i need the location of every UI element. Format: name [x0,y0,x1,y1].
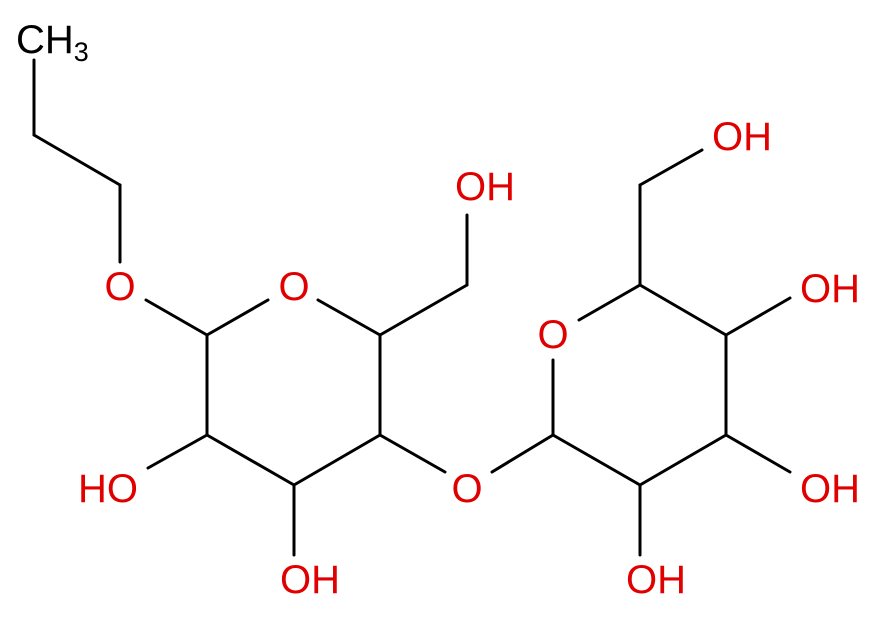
bond-ring1-c2-oh [146,433,209,470]
bond-ring2-c3-oh [724,433,792,474]
ring2-c2-hydroxyl-label: OH [626,558,686,602]
ring2-c4-hydroxyl-label: OH [800,267,860,311]
bond-o-c1-ring1 [144,298,209,337]
ring1-oxygen-label: O [278,265,309,309]
ring2-oxygen-label: O [537,313,568,357]
glycosidic-oxygen-label: O [451,467,482,511]
propoxy-oxygen-label: O [104,265,135,309]
bond-ring1-c4-c3 [292,433,382,487]
ring1-c3-hydroxyl-label: OH [280,558,340,602]
bond-ring2-c5-c4 [638,283,728,337]
bond-ring2-ch2-oh [638,148,704,187]
bond-ring1-c5-ch2 [378,283,469,337]
bond-glycosidic-o-c1 [490,433,555,474]
ring1-c2-hydroxyl-label: HO [78,467,138,511]
ring2-hydroxymethyl-oh-label: OH [712,115,772,159]
bond-ring2-o-c5 [577,283,642,322]
methyl-label: CH3 [16,18,89,67]
ring2-c3-hydroxyl-label: OH [800,467,860,511]
bond-ring2-c4-oh [724,296,792,337]
bond-ring1-c1-o [205,298,270,337]
bond-ring1-c3-c2 [205,433,296,487]
bond-ring1-o-c5 [316,298,382,337]
bond-ring2-c3-c2 [638,433,728,487]
bond-c4-glycosidic-o [378,433,447,474]
bond-ring2-c2-c1 [551,433,642,487]
bond-ch2-ch2 [32,133,122,187]
ring1-hydroxymethyl-oh-label: OH [455,165,515,209]
